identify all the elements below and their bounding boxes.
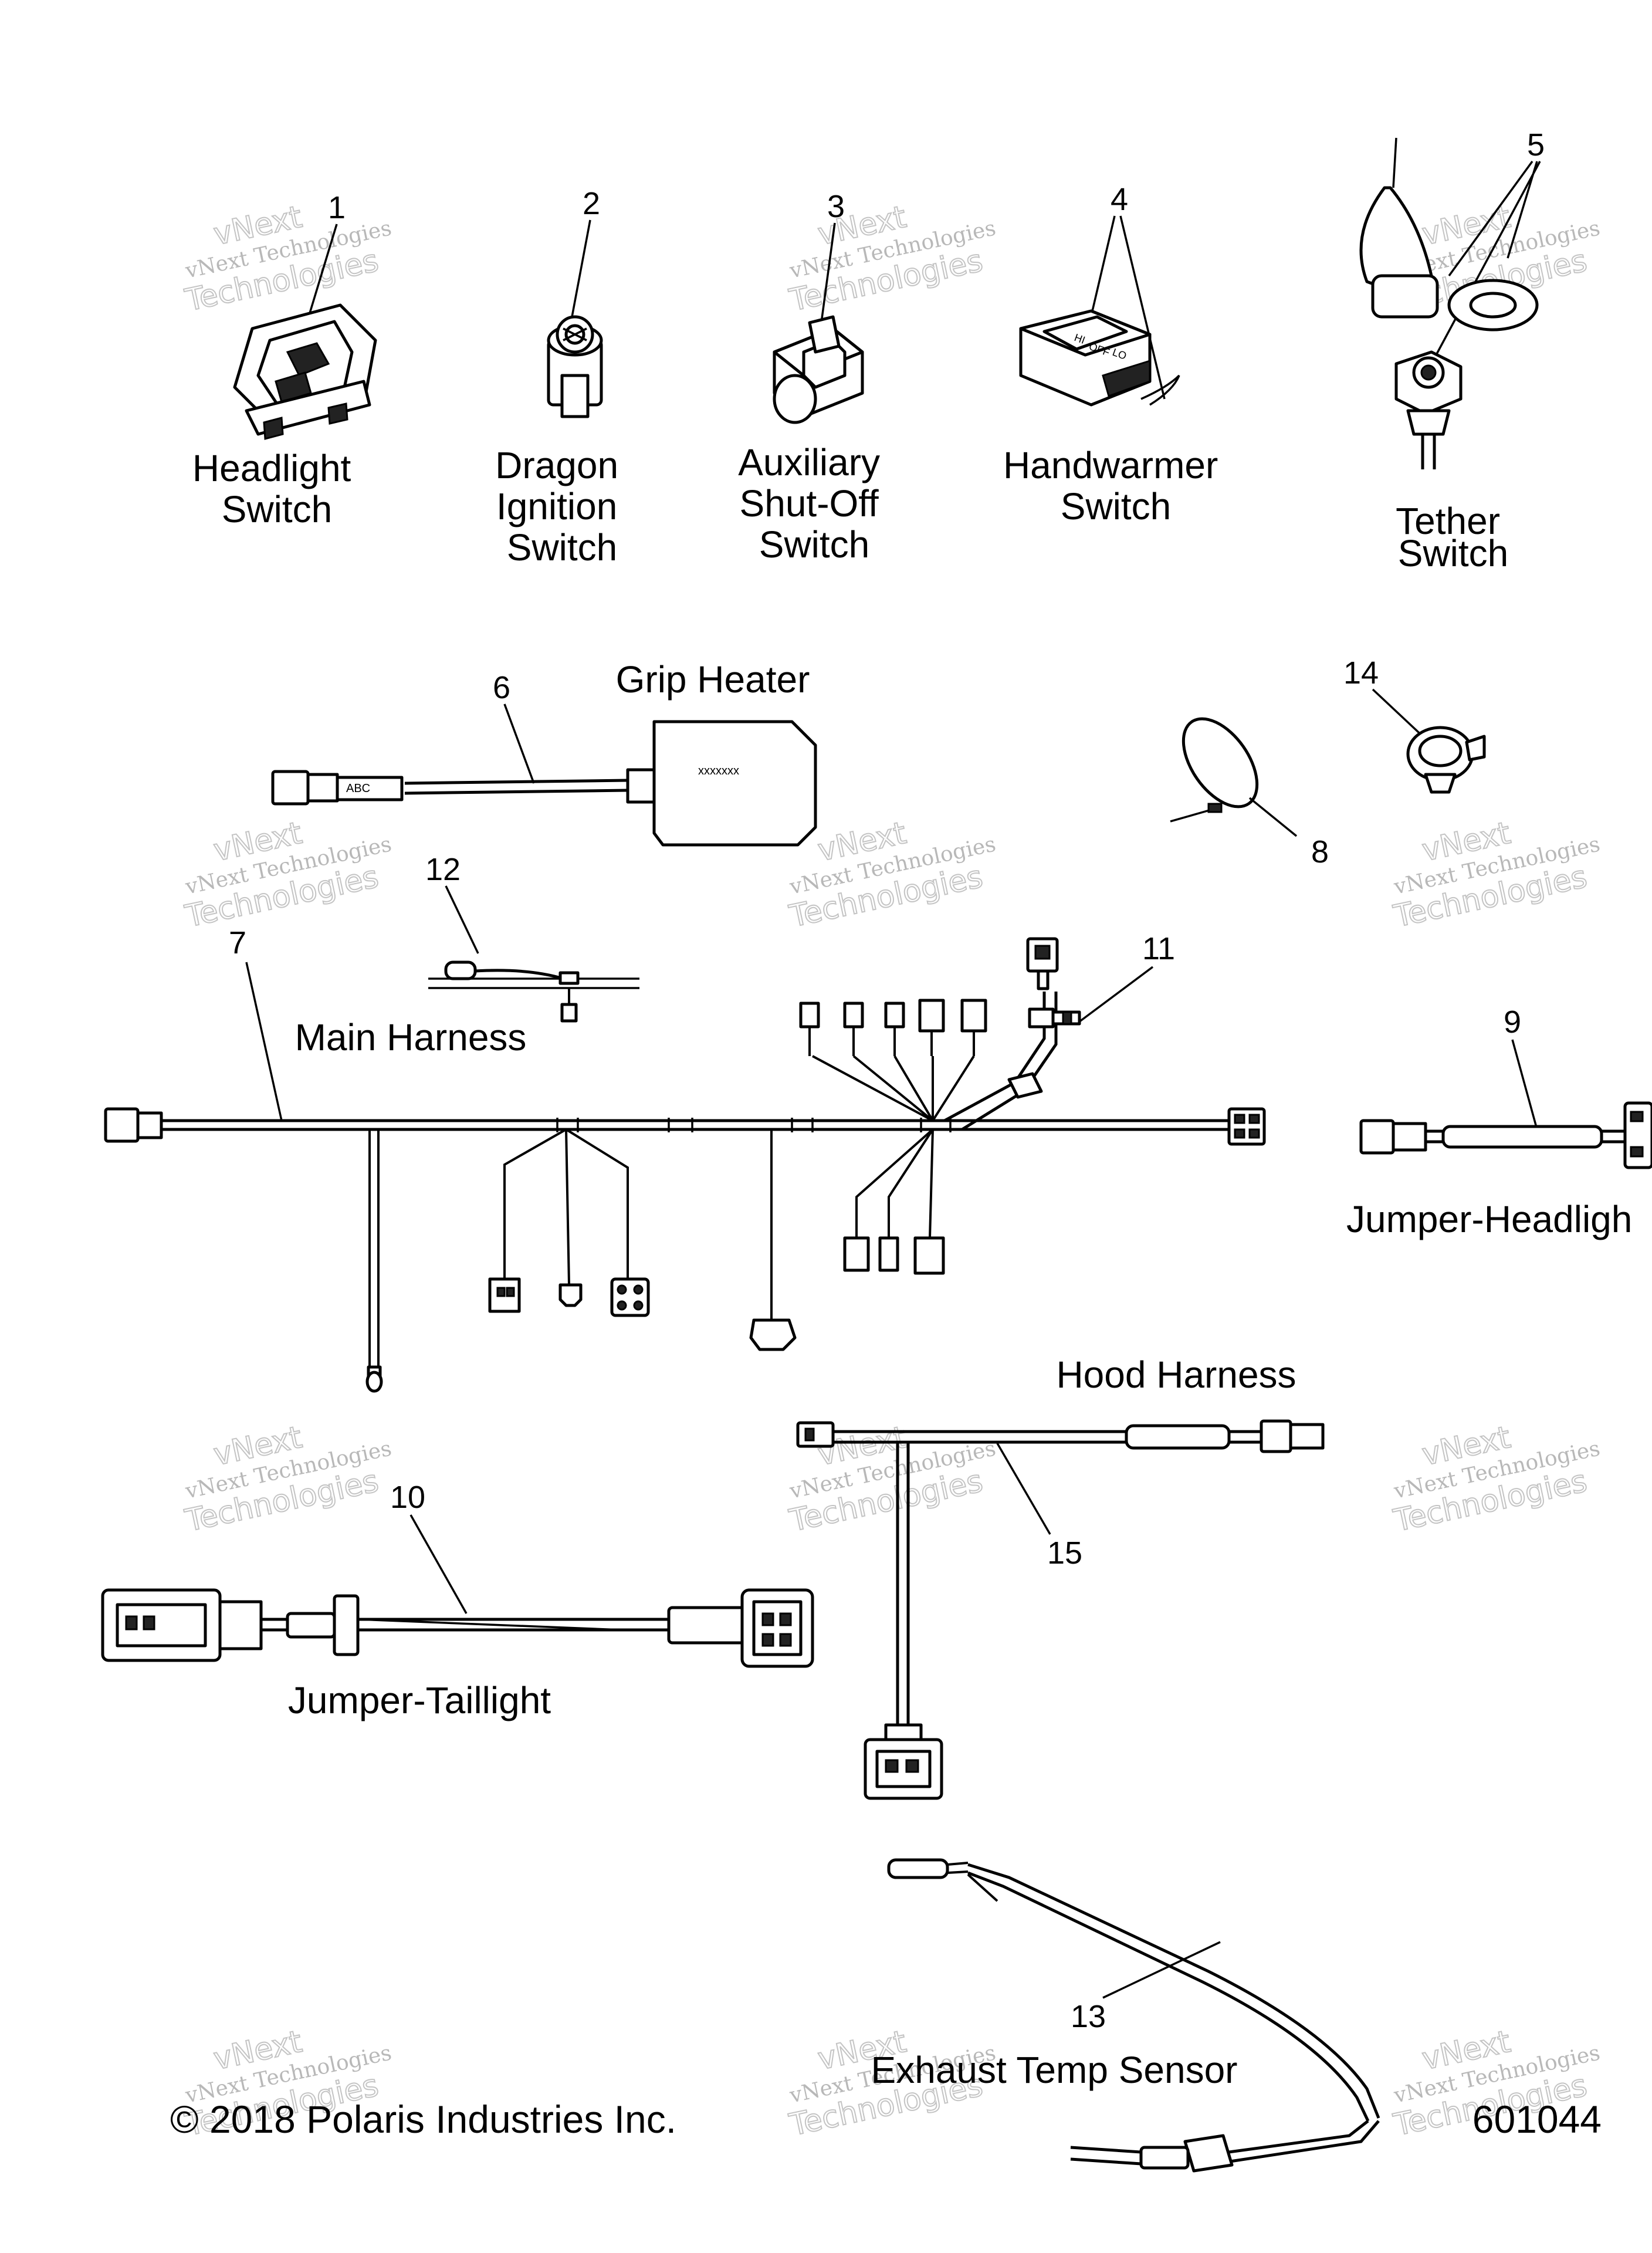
callout-number: 13 <box>1071 1999 1106 2034</box>
part-14-clip: 14 <box>1343 655 1486 794</box>
part-8-cable-tie: 8 <box>1170 717 1329 870</box>
part-15-hood-harness: Hood Harness 15 <box>796 1354 1325 1800</box>
callout-number: 11 <box>1142 931 1175 966</box>
callout-number: 12 <box>425 852 461 887</box>
aux-switch-illustration <box>773 315 864 424</box>
leader-line <box>1430 160 1541 364</box>
watermark: vNext vNext Technologies Technologies <box>1390 2024 1602 2144</box>
watermark: vNext vNext Technologies Technologies <box>786 199 998 319</box>
hood-harness-illustration <box>796 1419 1325 1800</box>
watermark: vNext vNext Technologies Technologies <box>181 199 394 319</box>
part-10-jumper-taillight: 10 Jumper-Taillight <box>101 1480 814 1721</box>
part-2-dragon-ignition-switch: 2 Dragon Ignition Switch <box>495 186 629 569</box>
part-label: Headlight Switch <box>192 447 361 530</box>
jumper-headlight-illustration <box>1359 1101 1652 1169</box>
svg-text:xxxxxxx: xxxxxxx <box>698 764 739 777</box>
ignition-switch-illustration <box>547 315 603 418</box>
clip-illustration <box>1406 726 1486 794</box>
callout-number: 7 <box>229 925 246 960</box>
leader-line <box>1511 1039 1538 1130</box>
part-3-auxiliary-shutoff-switch: 3 Auxiliary Shut-Off Switch <box>738 189 891 566</box>
part-label: Jumper-Taillight <box>288 1679 551 1721</box>
part-7-main-harness: 7 Main Harness <box>104 925 1266 1393</box>
headlight-switch-illustration <box>233 303 377 440</box>
jumper-taillight-illustration <box>101 1588 814 1668</box>
leader-line <box>503 703 535 784</box>
svg-text:HI: HI <box>1073 331 1087 346</box>
part-13-exhaust-temp-sensor: 13 Exhaust Temp Sensor <box>871 1858 1380 2173</box>
leader-line <box>445 885 479 954</box>
part-label: Dragon Ignition Switch <box>495 444 629 569</box>
exhaust-sensor-illustration <box>887 1858 1380 2173</box>
callout-number: 10 <box>390 1480 425 1515</box>
callout-number: 4 <box>1111 182 1128 217</box>
main-harness-illustration <box>104 992 1266 1393</box>
part-label: Handwarmer Switch <box>1003 444 1228 527</box>
leader-line <box>1102 1941 1221 1999</box>
figure-id: 601044 <box>1472 2098 1602 2141</box>
callout-number: 9 <box>1504 1004 1521 1040</box>
callout-number: 8 <box>1311 834 1329 870</box>
leader-line <box>1087 215 1166 400</box>
watermark: vNext vNext Technologies Technologies <box>1390 815 1602 935</box>
callout-number: 15 <box>1047 1535 1082 1571</box>
copyright-text: © 2018 Polaris Industries Inc. <box>170 2098 676 2141</box>
part-label: Exhaust Temp Sensor <box>871 2049 1238 2091</box>
part-label: Main Harness <box>295 1016 527 1058</box>
callout-number: 5 <box>1527 127 1545 163</box>
leader-line <box>1075 966 1154 1025</box>
tether-switch-illustration <box>1359 137 1539 469</box>
part-label: Jumper-Headligh <box>1346 1198 1632 1240</box>
leader-line <box>1248 797 1298 837</box>
callout-number: 6 <box>493 670 510 705</box>
part-5-tether-switch: 5 Tether Switch <box>1359 127 1545 574</box>
leader-line <box>304 224 338 329</box>
part-11-sensor: 11 <box>1026 931 1175 1029</box>
part-label: Tether Switch <box>1396 500 1511 574</box>
leader-line <box>409 1514 468 1614</box>
svg-text:ABC: ABC <box>346 782 370 795</box>
grip-heater-illustration: ABC xxxxxxx <box>271 720 817 847</box>
leader-line <box>1372 688 1421 735</box>
leader-line <box>996 1443 1051 1535</box>
callout-number: 2 <box>583 186 600 221</box>
part-12-fuse: 12 <box>425 852 639 1023</box>
part-label: Hood Harness <box>1056 1354 1296 1396</box>
callout-number: 14 <box>1343 655 1379 691</box>
watermark: vNext vNext Technologies Technologies <box>181 1419 394 1540</box>
fuse-holder-illustration <box>428 960 639 1023</box>
part-label: Auxiliary Shut-Off Switch <box>738 441 891 566</box>
sensor-illustration <box>1026 937 1081 1029</box>
cable-tie-illustration <box>1170 717 1259 823</box>
part-9-jumper-headlight: 9 Jumper-Headligh <box>1346 1004 1652 1240</box>
part-label: Grip Heater <box>616 658 810 701</box>
leader-line <box>571 219 591 317</box>
watermark: vNext vNext Technologies Technologies <box>1390 1419 1602 1540</box>
part-4-handwarmer-switch: 4 HI OFF LO Handwarmer Switch <box>1003 182 1228 527</box>
part-6-grip-heater: Grip Heater 6 ABC xxxxxxx <box>271 658 817 847</box>
leader-line <box>245 962 283 1121</box>
handwarmer-switch-illustration: HI OFF LO <box>1019 309 1180 407</box>
callout-number: 3 <box>827 189 845 224</box>
part-1-headlight-switch: 1 Headlight Switch <box>192 190 377 530</box>
callout-number: 1 <box>328 190 346 225</box>
watermark: vNext vNext Technologies Technologies <box>181 815 394 935</box>
leader-line <box>820 222 836 323</box>
